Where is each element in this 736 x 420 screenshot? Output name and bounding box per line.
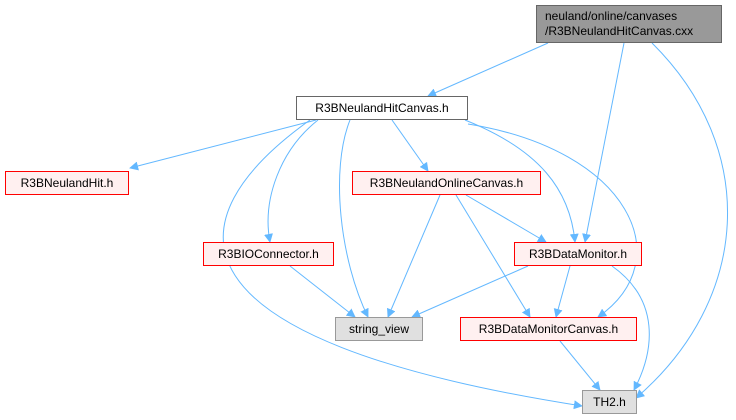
node-label: R3BDataMonitorCanvas.h — [478, 321, 619, 336]
edge-root-to-datamonitor_h — [582, 42, 625, 243]
edge-hitcanvas_h-to-datamonitorcanvas_h — [467, 123, 638, 318]
node-th2-header: TH2.h — [582, 390, 637, 414]
node-label: R3BIOConnector.h — [218, 246, 319, 261]
edge-onlinecanvas_h-to-datamonitor_h — [465, 194, 547, 243]
node-label: R3BNeulandOnlineCanvas.h — [369, 175, 524, 190]
edge-datamonitor_h-to-datamonitorcanvas_h — [553, 265, 571, 318]
node-label: TH2.h — [593, 394, 626, 409]
node-onlinecanvas-header[interactable]: R3BNeulandOnlineCanvas.h — [352, 171, 541, 195]
node-root-path-line-2: /R3BNeulandHitCanvas.cxx — [545, 24, 694, 38]
node-root-source-file: neuland/online/canvases /R3BNeulandHitCa… — [536, 5, 722, 43]
edge-datamonitorcanvas_h-to-th2_h — [559, 340, 601, 391]
node-neulandhit-header[interactable]: R3BNeulandHit.h — [5, 171, 129, 195]
edge-datamonitor_h-to-th2_h — [611, 265, 650, 391]
edge-onlinecanvas_h-to-datamonitorcanvas_h — [455, 194, 531, 318]
edge-onlinecanvas_h-to-string_view — [387, 194, 441, 318]
edge-datamonitor_h-to-string_view — [411, 265, 529, 318]
edge-root-to-th2_h — [635, 42, 728, 399]
node-label: R3BNeulandHitCanvas.h — [315, 100, 449, 115]
edge-hitcanvas_h-to-ioconnector_h — [264, 119, 319, 243]
edge-hitcanvas_h-to-th2_h — [222, 119, 583, 410]
node-datamonitor-header[interactable]: R3BDataMonitor.h — [514, 242, 642, 266]
node-label: R3BNeulandHit.h — [20, 175, 114, 190]
node-label: string_view — [348, 321, 410, 336]
node-datamonitorcanvas-header[interactable]: R3BDataMonitorCanvas.h — [460, 317, 637, 341]
edge-hitcanvas_h-to-onlinecanvas_h — [391, 119, 429, 172]
edge-hitcanvas_h-to-neulandhit_h — [129, 119, 317, 171]
node-label: R3BDataMonitor.h — [528, 246, 628, 261]
edge-hitcanvas_h-to-datamonitor_h — [464, 119, 579, 243]
node-ioconnector-header[interactable]: R3BIOConnector.h — [203, 242, 334, 266]
node-root-path-line-1: neuland/online/canvases — [545, 9, 678, 23]
edge-hitcanvas_h-to-string_view — [339, 119, 369, 318]
edge-root-to-hitcanvas_h — [427, 42, 549, 97]
node-hitcanvas-header[interactable]: R3BNeulandHitCanvas.h — [296, 96, 468, 120]
edge-ioconnector_h-to-string_view — [289, 265, 356, 318]
node-string-view: string_view — [335, 317, 423, 341]
